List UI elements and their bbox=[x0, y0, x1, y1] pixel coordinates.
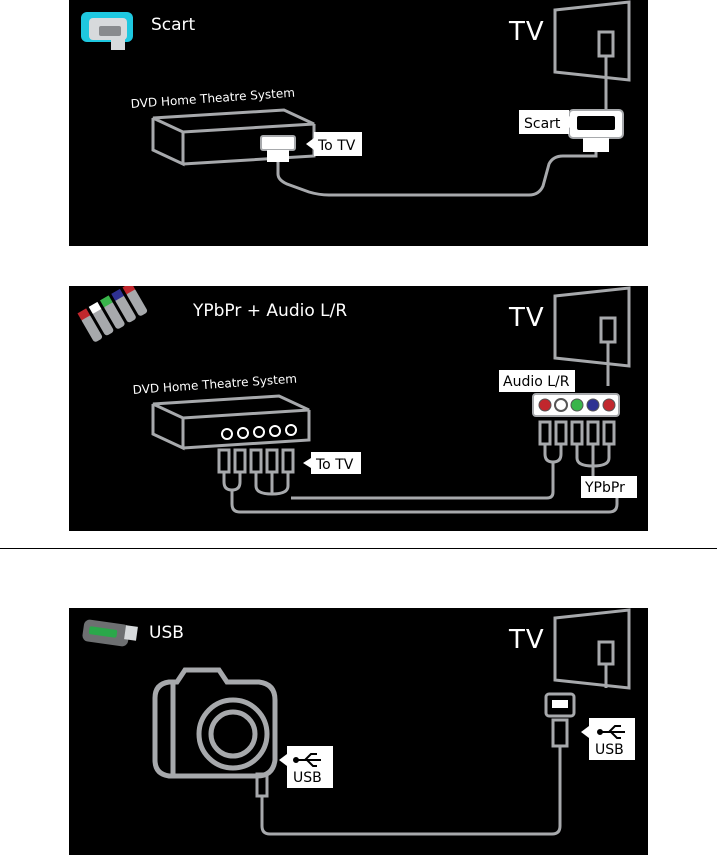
ypbpr-panel: YPbPr + Audio L/R TV Audio L/R bbox=[69, 286, 648, 531]
ypbpr-title: YPbPr + Audio L/R bbox=[192, 301, 347, 321]
scart-device-label: DVD Home Theatre System bbox=[130, 86, 295, 111]
audio-lr-tag: Audio L/R bbox=[499, 370, 575, 392]
scart-port-label: Scart bbox=[524, 116, 561, 132]
usb-panel: USB TV USB bbox=[69, 608, 648, 855]
section-divider bbox=[0, 548, 717, 549]
camera-usb-label: USB bbox=[293, 770, 322, 786]
scart-port-tag: Scart bbox=[519, 110, 577, 134]
camera-icon bbox=[155, 670, 275, 776]
scart-cable bbox=[278, 152, 596, 195]
audio-lr-label: Audio L/R bbox=[503, 374, 570, 390]
tv-component-connectors bbox=[533, 394, 619, 416]
scart-panel: Scart TV Scart DVD Home Theatre System bbox=[69, 0, 648, 246]
dvd-home-theatre-device bbox=[153, 110, 314, 164]
tv-icon bbox=[555, 2, 629, 80]
device-side-plugs bbox=[219, 450, 293, 472]
ypbpr-to-tv-tag: To TV bbox=[303, 452, 361, 474]
scart-diagram: Scart TV Scart DVD Home Theatre System bbox=[69, 0, 648, 246]
ypbpr-tag: YPbPr bbox=[581, 476, 637, 498]
tv-icon bbox=[555, 288, 629, 366]
tv-usb-label: USB bbox=[595, 742, 624, 758]
ypbpr-to-tv-label: To TV bbox=[315, 457, 354, 473]
tv-usb-tag: USB bbox=[581, 718, 635, 760]
ypbpr-tv-label: TV bbox=[508, 303, 545, 333]
scart-title: Scart bbox=[151, 15, 196, 35]
scart-tv-label: TV bbox=[508, 17, 545, 47]
ypbpr-device-label: DVD Home Theatre System bbox=[132, 372, 297, 397]
scart-plug-icon bbox=[81, 12, 133, 50]
tv-usb-connector bbox=[546, 694, 574, 746]
tv-scart-connector bbox=[569, 110, 623, 152]
camera-usb-tag: USB bbox=[279, 746, 333, 788]
dvd-home-theatre-device bbox=[153, 396, 309, 448]
scart-to-tv-tag: To TV bbox=[306, 132, 362, 156]
tv-icon bbox=[555, 610, 629, 688]
scart-to-tv-label: To TV bbox=[317, 138, 356, 154]
rca-plugs-icon bbox=[77, 286, 148, 343]
ypbpr-diagram: YPbPr + Audio L/R TV Audio L/R bbox=[69, 286, 648, 531]
usb-stick-icon bbox=[82, 619, 138, 647]
usb-tv-label: TV bbox=[508, 625, 545, 655]
ypbpr-tag-label: YPbPr bbox=[584, 480, 625, 496]
usb-diagram: USB TV USB bbox=[69, 608, 648, 855]
usb-title: USB bbox=[149, 623, 184, 643]
tv-side-plugs bbox=[540, 422, 614, 444]
